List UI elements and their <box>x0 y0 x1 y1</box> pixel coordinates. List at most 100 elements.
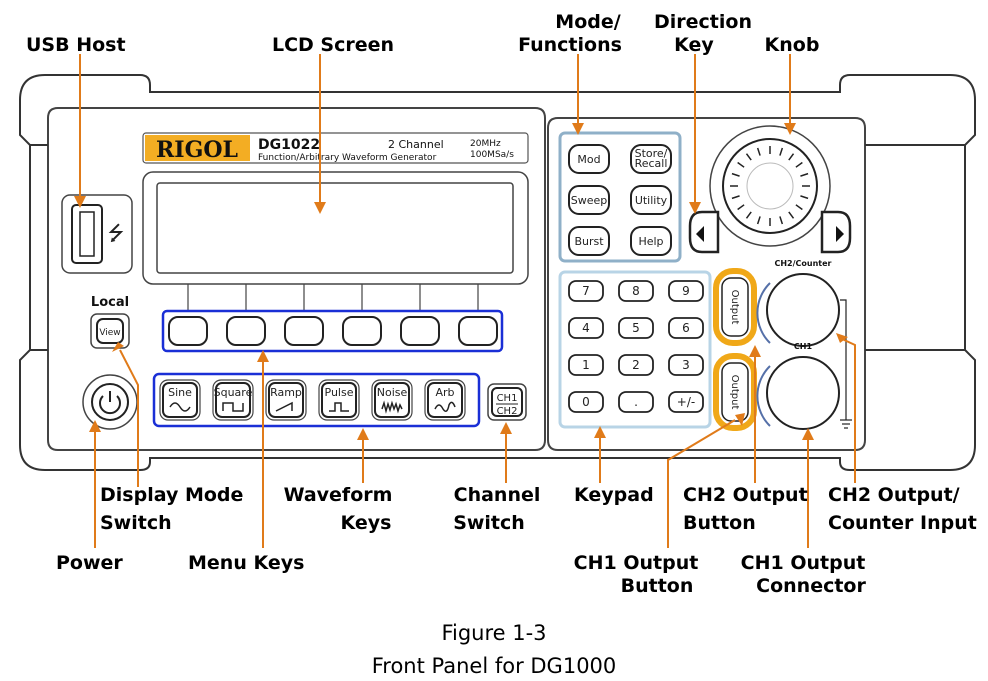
keypad-key[interactable]: 6 <box>668 317 704 339</box>
ch1-output-button[interactable]: Output <box>713 353 757 431</box>
waveform-key-label: Arb <box>435 386 454 399</box>
callout-menu-keys: Menu Keys <box>188 552 304 574</box>
callout-power: Power <box>56 552 123 574</box>
menu-key-5[interactable] <box>400 316 440 346</box>
square-wave-icon <box>222 402 244 412</box>
view-label: View <box>99 328 120 338</box>
callout-lcd-screen: LCD Screen <box>272 34 394 56</box>
knob-tick <box>788 153 795 161</box>
mode-key-label: Sweep <box>571 194 608 207</box>
knob-tick <box>731 195 740 200</box>
keypad-key[interactable]: 1 <box>568 354 604 376</box>
keypad-key-label: 6 <box>682 321 690 335</box>
keypad-key[interactable]: . <box>618 391 654 413</box>
waveform-key-square[interactable]: Square <box>212 379 254 421</box>
keypad-key-label: 9 <box>682 284 690 298</box>
keypad-key[interactable]: 7 <box>568 280 604 302</box>
sine-wave-icon <box>169 402 191 412</box>
ch2-output-button[interactable]: Output <box>713 268 757 346</box>
keypad-key[interactable]: 0 <box>568 391 604 413</box>
callout-ch1-connector-2: Connector <box>756 575 866 597</box>
keypad-key[interactable]: +/- <box>668 391 704 413</box>
keypad-key-label: 3 <box>682 358 690 372</box>
mode-key-store[interactable]: Store/Recall <box>630 144 672 174</box>
menu-key-2[interactable] <box>226 316 266 346</box>
display-mode-switch: Local View <box>90 295 130 349</box>
mode-key-mod[interactable]: Mod <box>568 144 610 174</box>
ch1-output-label: Output <box>729 375 740 410</box>
keypad-key-label: 2 <box>632 358 640 372</box>
mode-key-label: Utility <box>635 194 668 207</box>
mode-key-label: Store/ <box>635 147 668 160</box>
waveform-key-pulse[interactable]: Pulse <box>318 379 360 421</box>
callout-channel-switch-1: Channel <box>454 484 541 506</box>
knob[interactable] <box>709 125 831 247</box>
callout-channel-switch-2: Switch <box>453 512 525 534</box>
spec-sample-rate: 100MSa/s <box>470 150 514 160</box>
menu-key-1[interactable] <box>168 316 208 346</box>
spec-frequency: 20MHz <box>470 139 501 149</box>
keypad-key-label: . <box>634 395 638 409</box>
callout-mode-functions-1: Mode/ <box>555 11 620 33</box>
callout-usb-host: USB Host <box>26 34 126 56</box>
waveform-keys-highlight <box>152 372 481 428</box>
brand-strip: RIGOL DG1022 2 Channel Function/Arbitrar… <box>142 132 529 164</box>
lcd-screen <box>142 171 529 310</box>
mode-key-sweep[interactable]: Sweep <box>568 185 610 215</box>
channel-switch[interactable]: CH1 CH2 <box>487 383 527 421</box>
usb-host-port[interactable]: ⭍ <box>61 194 133 274</box>
mode-key-help[interactable]: Help <box>630 226 672 256</box>
waveform-key-noise[interactable]: Noise <box>371 379 413 421</box>
knob-tick <box>737 204 745 211</box>
mode-key-label: Recall <box>635 157 668 170</box>
keypad-key-label: 4 <box>582 321 590 335</box>
callout-ch2-counter-2: Counter Input <box>828 512 977 534</box>
keypad-key[interactable]: 5 <box>618 317 654 339</box>
direction-key-left[interactable] <box>688 210 720 254</box>
model-name: DG1022 <box>258 137 320 153</box>
mode-key-burst[interactable]: Burst <box>568 226 610 256</box>
menu-key-3[interactable] <box>284 316 324 346</box>
keypad-key[interactable]: 3 <box>668 354 704 376</box>
instrument-body <box>19 74 976 471</box>
waveform-key-ramp[interactable]: Ramp <box>265 379 307 421</box>
mode-key-label: Burst <box>574 235 604 248</box>
menu-key-4[interactable] <box>342 316 382 346</box>
ground-symbol <box>840 299 852 429</box>
mode-key-label: Mod <box>577 153 600 166</box>
waveform-key-arb[interactable]: Arb <box>424 379 466 421</box>
keypad-key[interactable]: 9 <box>668 280 704 302</box>
power-button[interactable] <box>82 374 138 430</box>
mode-key-label: Help <box>638 235 663 248</box>
view-button[interactable] <box>96 318 124 344</box>
mode-key-utility[interactable]: Utility <box>630 185 672 215</box>
keypad-key[interactable]: 4 <box>568 317 604 339</box>
ch1-key-label: CH1 <box>497 393 518 404</box>
figure-number: Figure 1-3 <box>441 621 546 645</box>
knob-tick <box>800 172 809 177</box>
knob-tick <box>779 216 784 225</box>
brand-subtitle: Function/Arbitrary Waveform Generator <box>258 153 437 163</box>
callout-ch1-output-button-2: Button <box>621 575 694 597</box>
keypad-key-label: 5 <box>632 321 640 335</box>
ch2-output-label: Output <box>729 290 740 325</box>
keypad-key[interactable]: 8 <box>618 280 654 302</box>
waveform-key-label: Square <box>214 386 253 399</box>
usb-icon: ⭍ <box>108 221 125 245</box>
ch1-output-connector[interactable] <box>756 356 840 430</box>
keypad-key[interactable]: 2 <box>618 354 654 376</box>
local-label: Local <box>91 295 129 310</box>
callout-direction-key-1: Direction <box>654 11 752 33</box>
waveform-key-sine[interactable]: Sine <box>159 379 201 421</box>
waveform-key-label: Ramp <box>270 386 302 399</box>
keypad-key-label: 1 <box>582 358 590 372</box>
callout-waveform-keys-2: Keys <box>341 512 392 534</box>
callout-direction-key-2: Key <box>674 34 714 56</box>
figure-caption: Front Panel for DG1000 <box>372 654 617 678</box>
direction-key-right[interactable] <box>820 210 852 254</box>
menu-key-6[interactable] <box>458 316 498 346</box>
ch2-counter-connector[interactable] <box>756 273 840 347</box>
